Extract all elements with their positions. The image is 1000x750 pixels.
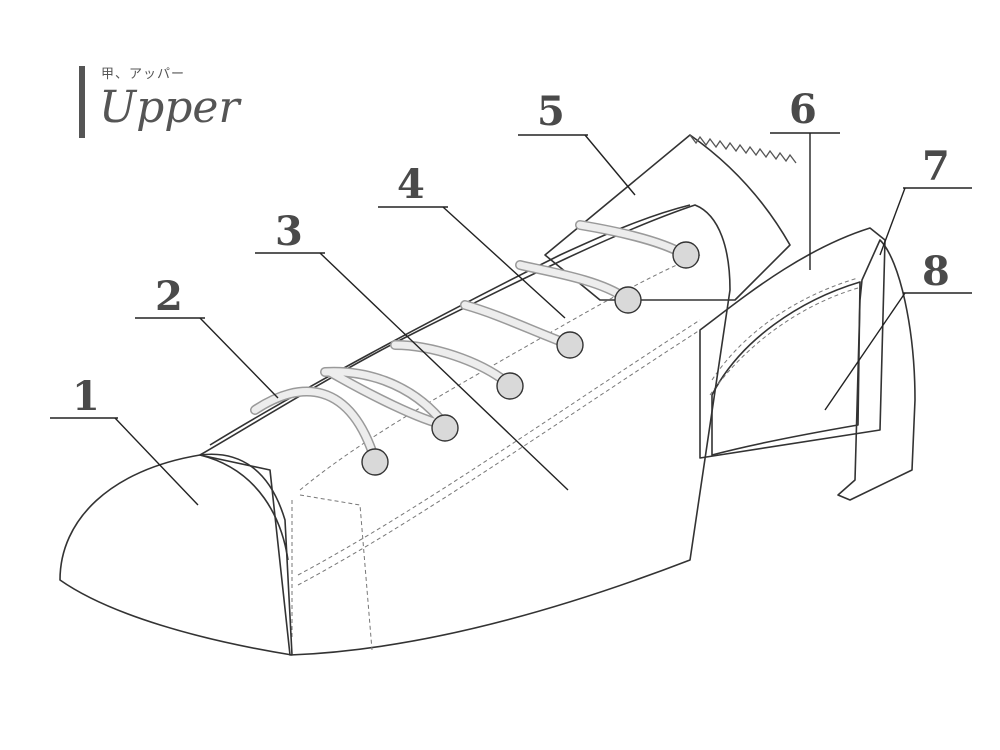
laces-inner [251,221,689,464]
heel-stitch [711,277,859,381]
heel-tab [837,239,916,501]
eyelet [496,372,524,400]
callout-8: 8 [922,248,950,295]
callout-2: 2 [155,273,183,320]
eyelet [614,286,642,314]
quarter-stitch-2 [297,329,701,586]
quarter [199,204,731,656]
foxing-stitch [299,494,373,651]
diagram-title: Upper [99,82,240,133]
tongue [544,134,791,301]
toe-cap [59,453,293,656]
laces [250,220,690,465]
callout-1: 1 [72,373,100,420]
eyelets [361,241,700,476]
callout-3: 3 [275,208,303,255]
diagram-subtitle: 甲、アッパー [101,67,186,82]
eyelet [431,414,459,442]
heel-lining [699,227,886,459]
callout-5: 5 [537,88,565,135]
toe-cap-edge [199,454,289,561]
title-accent-bar [79,66,85,138]
eyelet [672,241,700,269]
eyelet-stay [209,204,691,446]
callout-6: 6 [789,86,817,133]
heel-stitch-2 [709,287,859,396]
callout-leaders [50,132,972,506]
callout-7: 7 [922,143,950,190]
callout-4: 4 [397,161,425,208]
tongue-zigzag [689,134,797,164]
quarter-stitch-3 [297,319,701,576]
heel-lining-inner [711,281,861,456]
quarter-stitch [299,254,701,491]
eyelet [361,448,389,476]
eyelet [556,331,584,359]
